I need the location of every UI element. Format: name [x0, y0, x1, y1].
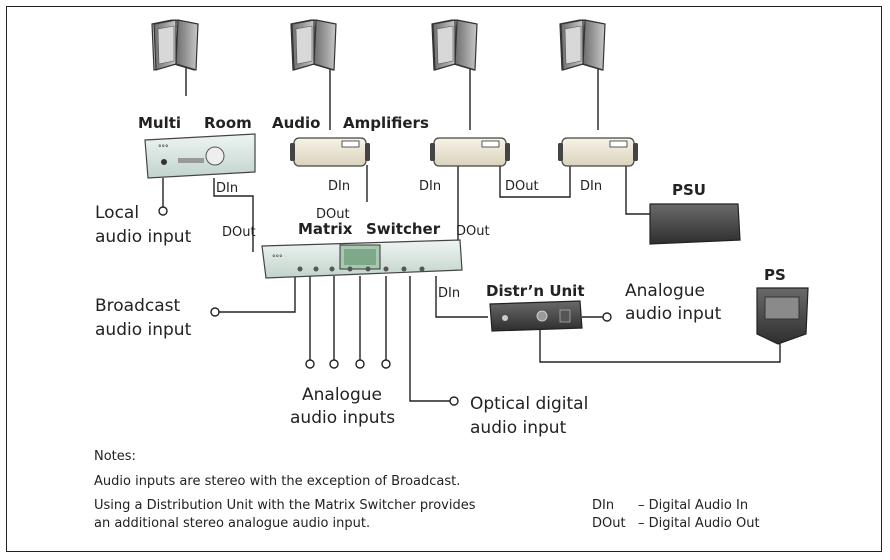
- speaker-2-right: [291, 19, 337, 71]
- amplifier-2: [429, 137, 511, 167]
- label-dout: DOut: [316, 207, 350, 222]
- psu-unit: [649, 203, 741, 245]
- analogue-inputs-label: Analogue: [302, 385, 382, 405]
- legend-din-desc: – Digital Audio In: [638, 498, 749, 513]
- label-dout: DOut: [505, 179, 539, 194]
- wiring: [162, 68, 781, 402]
- multi-room-unit: °°°: [144, 133, 256, 179]
- notes-line: Using a Distribution Unit with the Matri…: [94, 498, 476, 513]
- svg-text:°°°: °°°: [272, 254, 283, 262]
- ps-unit: [756, 287, 809, 345]
- analogue-inputs-label: audio inputs: [290, 408, 395, 428]
- label-psu: PSU: [672, 181, 706, 199]
- legend-dout-desc: – Digital Audio Out: [638, 516, 760, 531]
- local-input-label: audio input: [95, 227, 192, 247]
- local-input-label: Local: [95, 203, 139, 223]
- amplifier-1: [289, 137, 371, 167]
- diagram-frame: [6, 6, 882, 552]
- label-din: DIn: [216, 181, 238, 196]
- broadcast-input-label: Broadcast: [95, 296, 181, 316]
- speaker-3-right: [432, 19, 478, 71]
- label-multi: Multi: [138, 114, 181, 132]
- label-switcher: Switcher: [366, 220, 441, 238]
- terminals: [158, 206, 612, 406]
- label-din: DIn: [419, 179, 441, 194]
- legend-din-key: DIn: [592, 498, 615, 513]
- broadcast-input-label: audio input: [95, 320, 192, 340]
- label-distr-unit: Distr’n Unit: [486, 282, 585, 300]
- label-din: DIn: [438, 286, 460, 301]
- label-dout: DOut: [222, 225, 256, 240]
- legend-dout-key: DOut: [592, 516, 626, 531]
- label-audio: Audio: [272, 114, 320, 132]
- label-din: DIn: [580, 179, 602, 194]
- matrix-switcher-unit: °°°: [261, 239, 463, 279]
- label-ps: PS: [764, 266, 786, 284]
- speaker-4-right: [560, 19, 606, 71]
- svg-text:°°°: °°°: [158, 144, 169, 152]
- notes-heading: Notes:: [94, 449, 136, 464]
- label-room: Room: [204, 114, 252, 132]
- analogue-input-label: audio input: [625, 304, 722, 324]
- optical-input-label: Optical digital: [470, 394, 588, 414]
- analogue-input-label: Analogue: [625, 281, 705, 301]
- label-dout: DOut: [456, 224, 490, 239]
- notes-line: an additional stereo analogue audio inpu…: [94, 516, 371, 531]
- optical-input-label: audio input: [470, 418, 567, 438]
- amplifier-3: [557, 137, 639, 167]
- label-din: DIn: [328, 179, 350, 194]
- speaker-1-right: [153, 19, 199, 71]
- notes-line: Audio inputs are stereo with the excepti…: [94, 474, 461, 489]
- label-matrix: Matrix: [298, 220, 353, 238]
- distribution-unit: [489, 300, 583, 332]
- label-amplifiers: Amplifiers: [343, 114, 429, 132]
